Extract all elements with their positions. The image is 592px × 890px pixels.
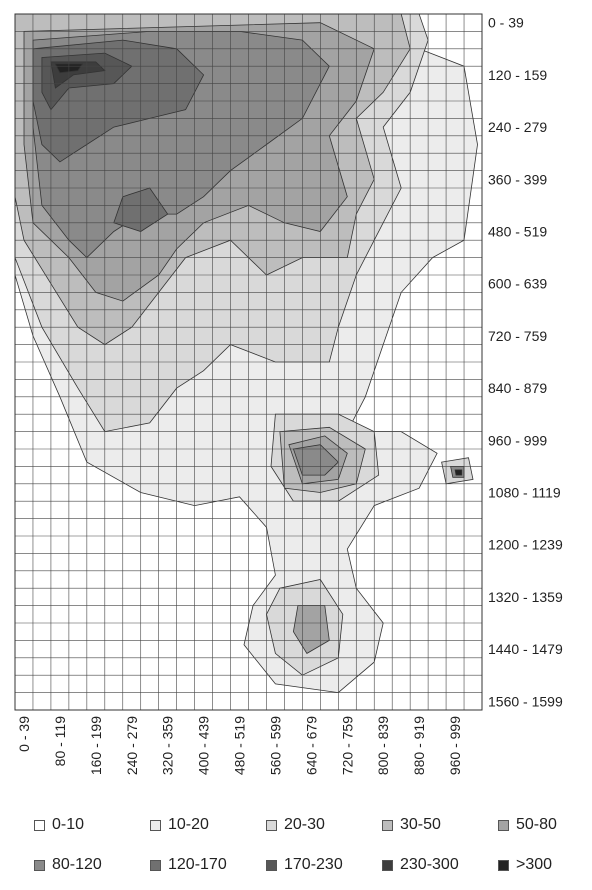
- y-tick-label: 120 - 159: [488, 67, 547, 83]
- legend-row-1: 0-10 10-20 20-30 30-50 50-80: [0, 812, 592, 838]
- legend: 0-10 10-20 20-30 30-50 50-80 80-120 120-170 17…: [0, 800, 592, 890]
- legend-item: 10-20: [150, 812, 209, 838]
- grid-lines: [14, 13, 483, 711]
- x-tick-label: 640 - 679: [303, 716, 319, 775]
- legend-label: 50-80: [516, 816, 557, 833]
- y-tick-label: 1200 - 1239: [488, 537, 563, 553]
- x-tick-label: 880 - 919: [411, 716, 427, 775]
- contour-region-80-120: [292, 444, 339, 476]
- y-tick-label: 360 - 399: [488, 171, 547, 187]
- legend-item: 80-120: [34, 852, 102, 878]
- x-tick-label: 400 - 439: [196, 716, 212, 775]
- plot-frame: [14, 13, 483, 711]
- legend-item: 170-230: [266, 852, 343, 878]
- legend-swatch: [34, 819, 45, 831]
- legend-item: 230-300: [382, 852, 459, 878]
- legend-row-2: 80-120 120-170 170-230 230-300 >300: [0, 852, 592, 878]
- x-tick-labels: 0 - 39 80 - 119 160 - 199 240 - 279 320 - 35…: [16, 716, 463, 775]
- x-tick-label: 320 - 359: [160, 716, 176, 775]
- legend-item: 20-30: [266, 812, 325, 838]
- legend-item: 120-170: [150, 852, 227, 878]
- y-tick-label: 1560 - 1599: [488, 693, 563, 709]
- y-tick-label: 240 - 279: [488, 119, 547, 135]
- legend-item: 30-50: [382, 812, 441, 838]
- legend-swatch: [34, 859, 45, 871]
- legend-item: >300: [498, 852, 552, 878]
- x-tick-label: 0 - 39: [16, 716, 32, 752]
- legend-swatch: [382, 819, 393, 831]
- contour-heatmap-chart: 0 - 39 120 - 159 240 - 279 360 - 399 480 - 5…: [14, 13, 563, 775]
- legend-swatch: [150, 859, 161, 871]
- x-tick-label: 800 - 839: [375, 716, 391, 775]
- y-tick-label: 960 - 999: [488, 432, 547, 448]
- legend-item: 0-10: [34, 812, 84, 838]
- contour-region->300: [454, 469, 463, 476]
- x-tick-label: 160 - 199: [88, 716, 104, 775]
- y-tick-labels: 0 - 39 120 - 159 240 - 279 360 - 399 480 - 5…: [488, 15, 563, 710]
- x-tick-label: 960 - 999: [447, 716, 463, 775]
- y-tick-label: 720 - 759: [488, 328, 547, 344]
- y-tick-label: 480 - 519: [488, 224, 547, 240]
- y-tick-label: 600 - 639: [488, 276, 547, 292]
- legend-swatch: [498, 819, 509, 831]
- x-tick-label: 480 - 519: [232, 716, 248, 775]
- legend-label: 0-10: [52, 816, 85, 833]
- legend-label: 120-170: [168, 856, 227, 873]
- y-tick-label: 840 - 879: [488, 380, 547, 396]
- legend-label: 230-300: [400, 856, 459, 873]
- y-tick-label: 1080 - 1119: [488, 485, 561, 501]
- legend-label: >300: [516, 856, 553, 873]
- legend-label: 10-20: [168, 816, 209, 833]
- legend-label: 30-50: [400, 816, 441, 833]
- legend-swatch: [498, 859, 509, 871]
- legend-swatch: [382, 859, 393, 871]
- contour-regions: [14, 13, 478, 694]
- x-tick-label: 720 - 759: [339, 716, 355, 775]
- legend-swatch: [266, 859, 277, 871]
- y-tick-label: 1440 - 1479: [488, 641, 563, 657]
- legend-item: 50-80: [498, 812, 557, 838]
- legend-swatch: [150, 819, 161, 831]
- y-tick-label: 1320 - 1359: [488, 589, 563, 605]
- x-tick-label: 240 - 279: [124, 716, 140, 775]
- legend-label: 170-230: [284, 856, 343, 873]
- y-tick-label: 0 - 39: [488, 15, 524, 31]
- x-tick-label: 560 - 599: [267, 716, 283, 775]
- x-tick-label: 80 - 119: [52, 716, 68, 767]
- legend-label: 80-120: [52, 856, 102, 873]
- legend-swatch: [266, 819, 277, 831]
- legend-label: 20-30: [284, 816, 325, 833]
